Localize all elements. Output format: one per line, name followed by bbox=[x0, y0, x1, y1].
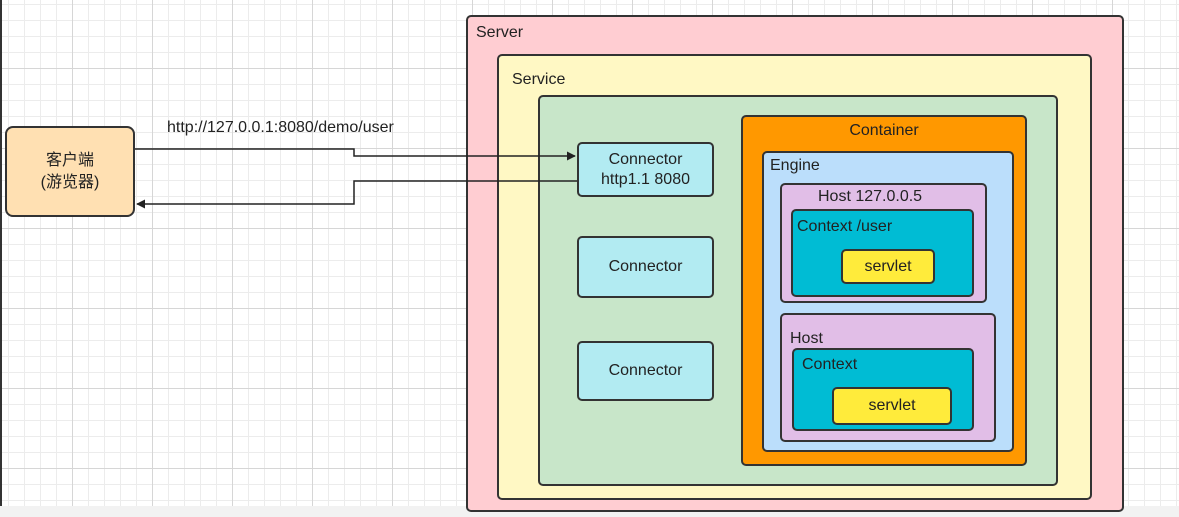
server-label: Server bbox=[476, 24, 524, 41]
container-label: Container bbox=[849, 122, 919, 139]
service-label: Service bbox=[512, 71, 566, 88]
client-label: 客户端 bbox=[45, 151, 94, 169]
request-arrow bbox=[135, 148, 576, 161]
connector-label: Connector bbox=[608, 258, 683, 275]
client-sublabel: (游览器) bbox=[40, 173, 100, 191]
context-label: Context /user bbox=[797, 218, 893, 235]
host-label: Host 127.0.0.5 bbox=[818, 188, 923, 205]
servlet-box[interactable]: servlet bbox=[841, 249, 935, 284]
request-url-label: http://127.0.0.1:8080/demo/user bbox=[167, 119, 394, 136]
servlet-label: servlet bbox=[868, 397, 916, 414]
connector-box[interactable]: Connector bbox=[577, 236, 714, 298]
engine-label: Engine bbox=[770, 157, 820, 174]
context-label: Context bbox=[802, 356, 858, 373]
host-label: Host bbox=[790, 330, 823, 347]
connector-label: Connector bbox=[608, 362, 683, 379]
canvas-left-border bbox=[0, 0, 2, 517]
client-browser-box[interactable]: 客户端 (游览器) bbox=[5, 126, 135, 217]
servlet-label: servlet bbox=[864, 257, 912, 275]
connector-box-http[interactable]: Connector http1.1 8080 bbox=[577, 142, 714, 197]
servlet-box[interactable]: servlet bbox=[832, 387, 952, 425]
connector-box[interactable]: Connector bbox=[577, 341, 714, 401]
response-arrow bbox=[136, 180, 577, 209]
connector-label: Connector bbox=[608, 150, 683, 168]
connector-protocol-label: http1.1 8080 bbox=[601, 170, 690, 188]
